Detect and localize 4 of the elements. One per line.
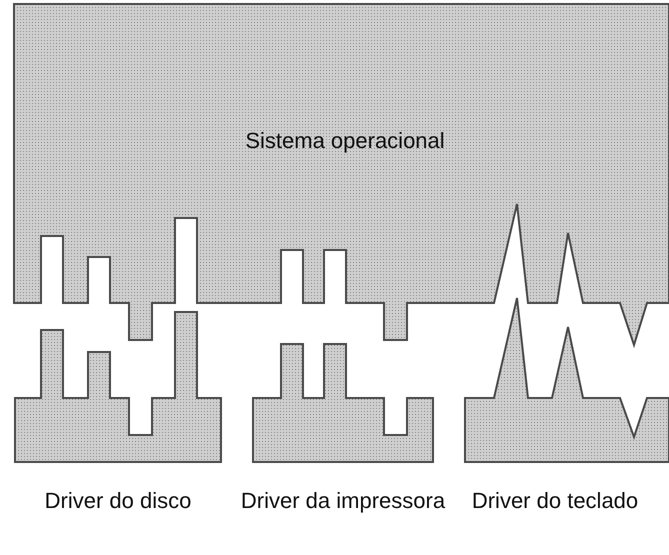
driver-label: Driver da impressora (240, 488, 446, 514)
driver-label: Driver do disco (44, 488, 192, 514)
os-label: Sistema operacional (244, 128, 446, 154)
driver-label: Driver do teclado (470, 488, 640, 514)
